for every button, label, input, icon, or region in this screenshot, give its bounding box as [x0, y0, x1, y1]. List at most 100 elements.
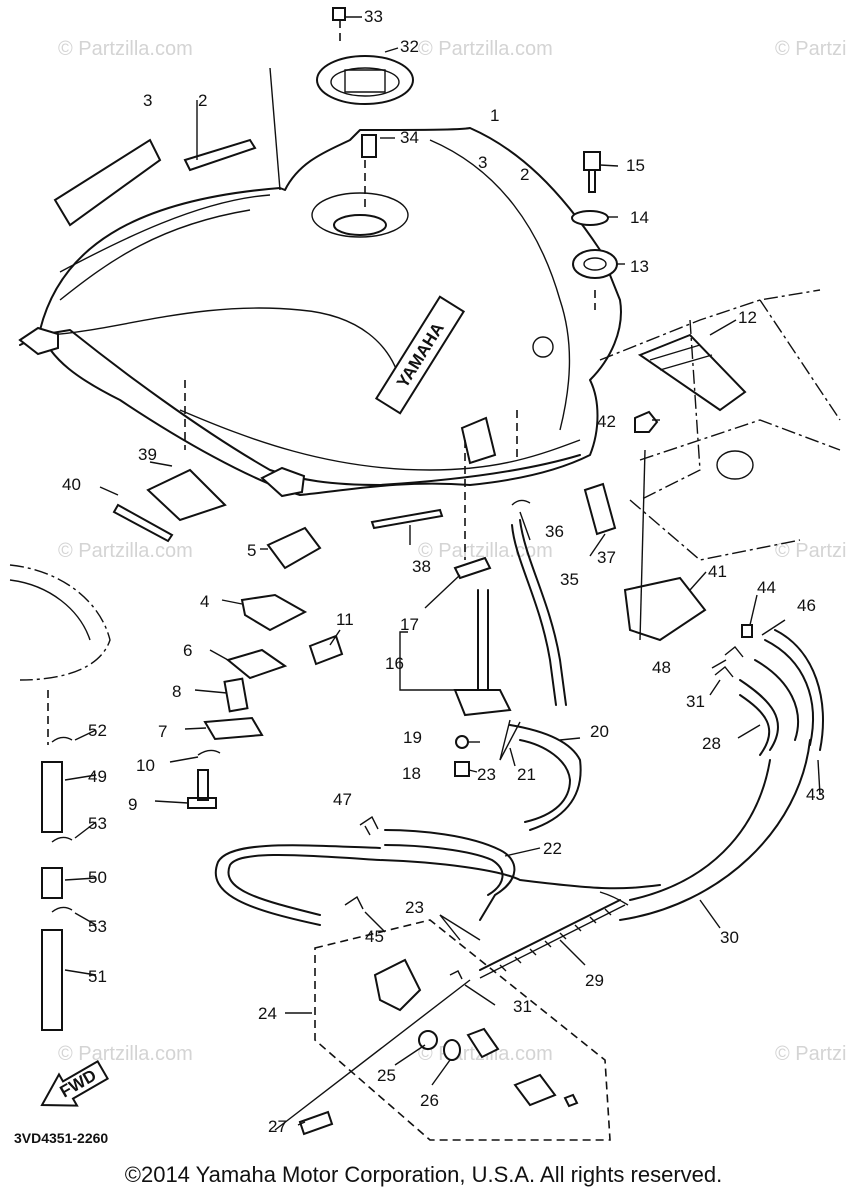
callout: 17	[400, 615, 419, 634]
callout: 14	[630, 208, 649, 227]
collar-8	[223, 677, 249, 713]
callout: 29	[585, 971, 604, 990]
callout: 23	[477, 765, 496, 784]
plate-6	[225, 648, 288, 680]
watermarks: © Partzilla.com © Partzilla.com © Partzi…	[58, 38, 847, 1065]
clip-36	[511, 499, 531, 506]
callout: 42	[597, 412, 616, 431]
breather-assembly	[41, 690, 73, 1031]
plate-7	[203, 716, 264, 741]
callout: 36	[545, 522, 564, 541]
bolt-34	[361, 134, 377, 158]
decal-3	[53, 138, 162, 227]
oring-25	[418, 1030, 438, 1050]
frame-outline	[599, 289, 841, 561]
nut-42	[634, 410, 659, 433]
callout: 31	[513, 997, 532, 1016]
callout: 6	[183, 641, 192, 660]
callout: 44	[757, 578, 776, 597]
pad-40	[112, 503, 174, 543]
callout: 50	[88, 868, 107, 887]
callout: 40	[62, 475, 81, 494]
copyright-notice: ©2014 Yamaha Motor Corporation, U.S.A. A…	[124, 1162, 723, 1187]
damper-13	[572, 249, 618, 279]
clip-10	[197, 749, 221, 756]
callout: 49	[88, 767, 107, 786]
pad-12	[637, 333, 747, 412]
clip-45	[344, 895, 364, 910]
callout: 5	[247, 541, 256, 560]
pad-38	[370, 508, 444, 530]
callout: 20	[590, 722, 609, 741]
clip-44	[741, 624, 753, 638]
watermark: © Partzilla.com	[775, 38, 847, 60]
callout: 21	[517, 765, 536, 784]
bolt-33	[332, 7, 346, 21]
pad-37	[583, 482, 617, 536]
callout: 43	[806, 785, 825, 804]
callout: 4	[200, 592, 209, 611]
callout: 38	[412, 557, 431, 576]
callout: 26	[420, 1091, 439, 1110]
washer-14	[571, 210, 609, 226]
watermark: © Partzilla.com	[58, 38, 193, 60]
callout: 7	[158, 722, 167, 741]
callout: 12	[738, 308, 757, 327]
callout: 27	[268, 1117, 287, 1136]
watermark: © Partzilla.com	[775, 540, 847, 562]
callout: 35	[560, 570, 579, 589]
callout: 46	[797, 596, 816, 615]
bracket-4	[240, 593, 308, 632]
callout: 8	[172, 682, 181, 701]
clip-31b	[449, 970, 463, 980]
bolt-15	[583, 151, 601, 193]
callout: 24	[258, 1004, 277, 1023]
filler-cap	[316, 55, 414, 105]
bolt-11	[308, 634, 344, 666]
lever	[466, 1027, 500, 1059]
callout: 19	[403, 728, 422, 747]
callout: 1	[490, 106, 499, 125]
callout: 30	[720, 928, 739, 947]
callout: 9	[128, 795, 137, 814]
callout: 28	[702, 734, 721, 753]
watermark: © Partzilla.com	[418, 38, 553, 60]
callout: 34	[400, 128, 419, 147]
callouts: 1 2 2 3 3 4 5 6 7 8 9 10 11 12 13 14 15 …	[62, 7, 825, 1136]
callout: 45	[365, 927, 384, 946]
joint-50	[41, 867, 63, 899]
clip-47	[359, 815, 379, 830]
cock-body	[373, 958, 422, 1012]
callout: 32	[400, 37, 419, 56]
watermark: © Partzilla.com	[58, 1043, 193, 1065]
watermark: © Partzilla.com	[775, 1043, 847, 1065]
bolt-9	[187, 769, 217, 809]
callout: 53	[88, 917, 107, 936]
callout: 31	[686, 692, 705, 711]
fuel-tank: YAMAHA	[18, 127, 622, 498]
callout: 11	[336, 610, 354, 629]
callout: 25	[377, 1066, 396, 1085]
callout: 39	[138, 445, 157, 464]
callout: 18	[402, 764, 421, 783]
callout: 2	[198, 91, 207, 110]
screw-27	[298, 1110, 334, 1136]
callout: 52	[88, 721, 107, 740]
diagram-code: 3VD4351-2260	[14, 1130, 109, 1146]
pipe-51	[41, 929, 63, 1031]
callout: 37	[597, 548, 616, 567]
callout: 3	[478, 153, 487, 172]
callout: 23	[405, 898, 424, 917]
bracket-5	[266, 526, 322, 570]
cable-29	[479, 899, 621, 971]
callout: 53	[88, 814, 107, 833]
callout: 16	[385, 654, 404, 673]
sensor-41	[623, 576, 707, 642]
callout: 2	[520, 165, 529, 184]
callout: 48	[652, 658, 671, 677]
pad-39	[146, 468, 227, 522]
callout: 10	[136, 756, 155, 775]
drain-hoses	[599, 629, 824, 921]
callout: 41	[708, 562, 727, 581]
